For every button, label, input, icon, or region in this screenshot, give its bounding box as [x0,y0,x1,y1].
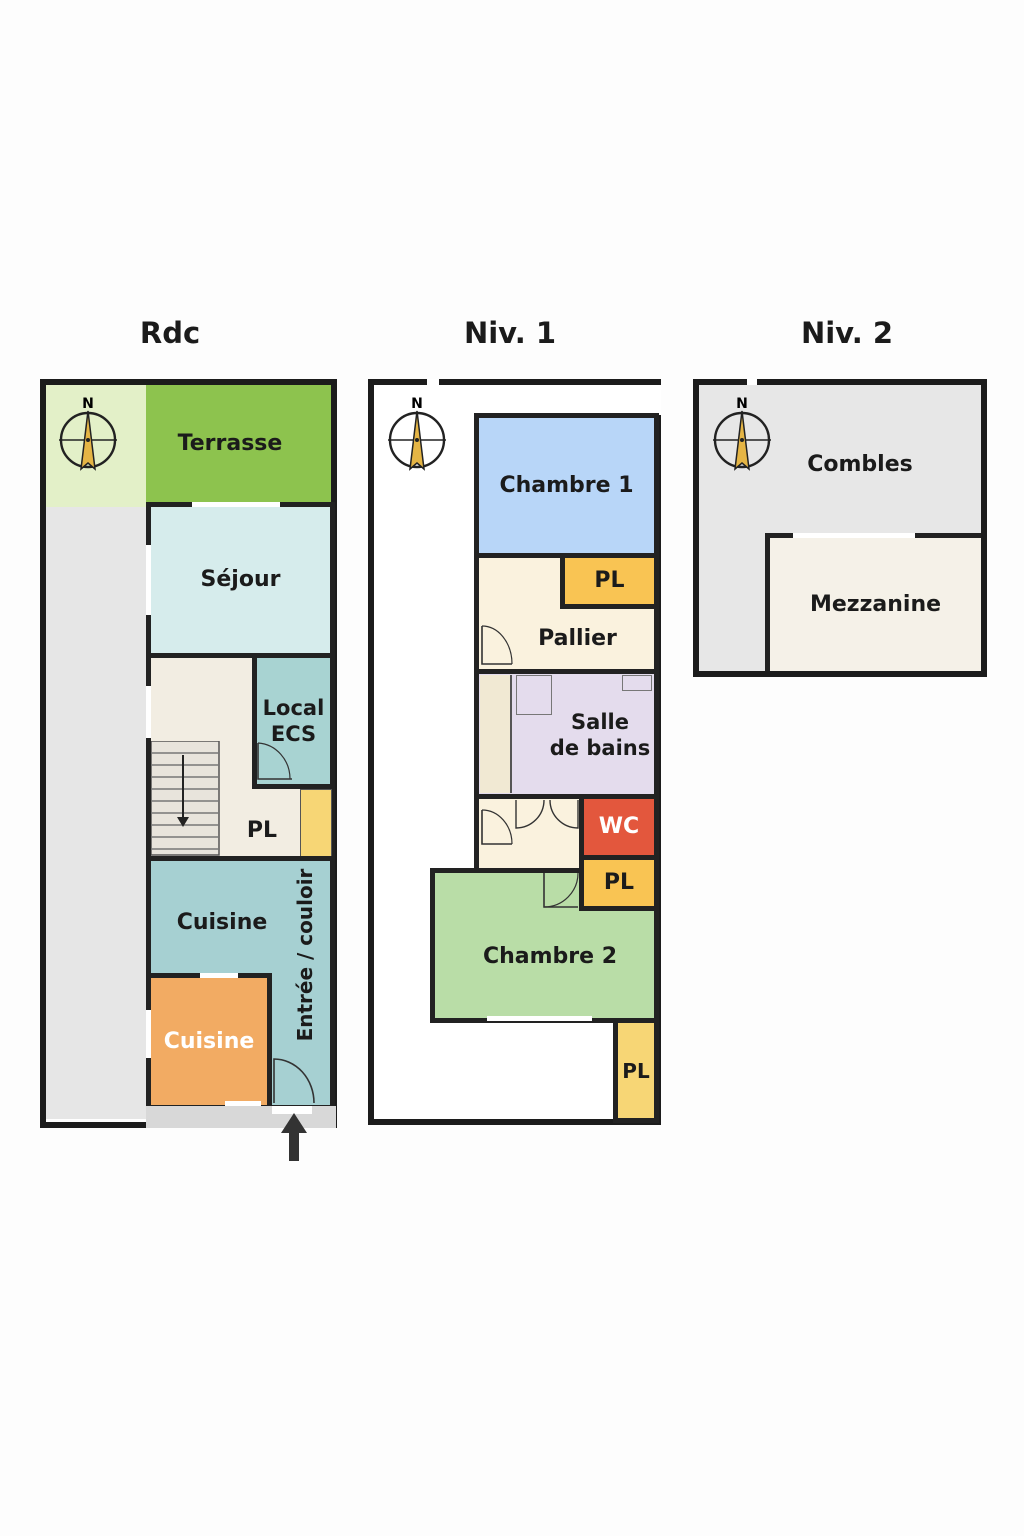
room-label-pl-rdc: PL [246,818,278,843]
room-label-chambre1: Chambre 1 [499,472,634,498]
stair-arrow-icon [177,755,189,827]
circulation-right [220,785,300,857]
window [747,379,757,385]
room-pl-top: PL [560,553,659,609]
room-label-local-ecs: Local ECS [262,696,325,746]
window [146,686,151,738]
window [793,533,915,538]
room-label-terrasse: Terrasse [177,431,283,456]
room-label-pl-bottom: PL [622,1058,650,1083]
room-label-pl-mid-overlay: PL [603,870,635,895]
room-pl-mid-overlay: PL [579,855,659,911]
room-cuisine-2: Cuisine [146,973,272,1110]
room-label-pallier: Pallier [538,626,617,651]
window [146,545,151,615]
compass-label: N [736,396,748,412]
door-swing-icon [481,625,513,665]
room-label-wc: WC [598,814,640,839]
room-mezzanine: Mezzanine [765,533,981,671]
room-label-cuisine-1: Cuisine [176,910,268,935]
level-title-niv2: Niv. 2 [800,316,894,350]
room-label-pl-top: PL [594,568,625,593]
side-strip [46,505,146,1119]
sdb-fixture [516,675,552,715]
compass-icon: N [388,396,446,471]
room-wc: WC [579,794,659,860]
door-swing-icon [273,1058,315,1104]
compass-label: N [411,396,423,412]
room-label-sejour: Séjour [200,567,281,592]
window [200,973,238,978]
room-label-entree: Entrée / couloir [293,868,317,1042]
window [146,1010,151,1058]
terrasse-light-area [46,385,148,507]
sdb-fixture [622,675,652,691]
door-swing-icon [515,799,579,829]
room-pl-bottom: PL [613,1018,659,1123]
window [487,1016,592,1021]
compass-label: N [82,396,94,412]
niv1-right-gap [655,385,661,415]
room-chambre1: Chambre 1 [474,413,659,558]
room-label-sdb: Salle de bains [549,710,651,760]
stairs [151,741,220,856]
window [192,502,280,507]
room-label-combles: Combles [807,452,913,477]
room-sejour: Séjour [146,502,335,658]
entrance-sill-light [272,1106,312,1114]
window [225,1101,261,1106]
door-swing-icon [481,809,513,845]
level-title-rdc: Rdc [139,316,201,350]
room-label-cuisine-2: Cuisine [163,1028,255,1054]
door-swing-icon [543,873,579,908]
door-swing-icon [257,742,292,780]
compass-icon: N [713,396,771,471]
window [427,379,439,385]
level-title-niv1: Niv. 1 [463,316,557,350]
compass-icon: N [59,396,117,471]
entrance-arrow-icon [281,1113,307,1161]
room-local-ecs: Local ECS [252,653,335,789]
room-label-chambre2: Chambre 2 [482,944,618,969]
room-terrasse [146,385,331,502]
room-label-mezzanine: Mezzanine [809,591,942,617]
sdb-side-strip [480,675,512,793]
room-pl-yellow [300,789,332,859]
